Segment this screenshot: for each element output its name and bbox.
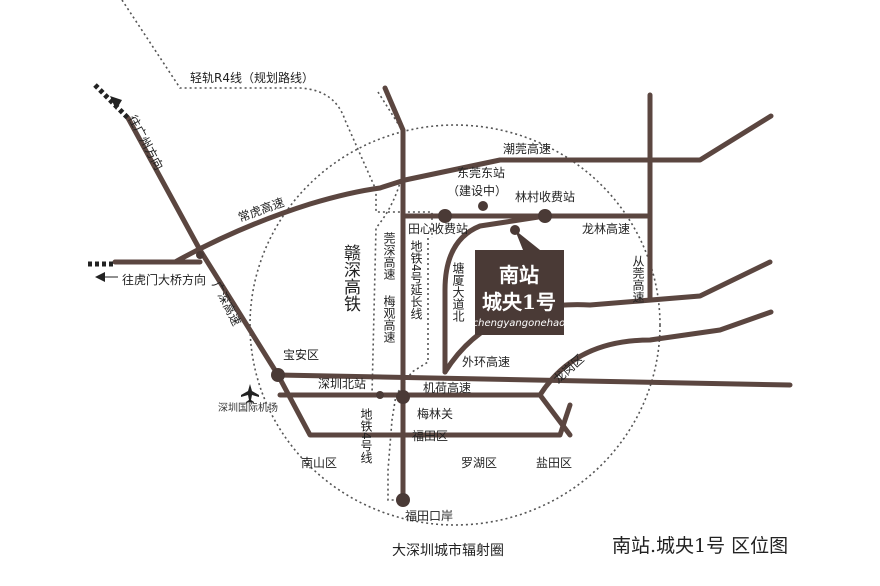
guangzhou-dash (93, 83, 130, 120)
label-outer-ring: 外环高速 (462, 354, 510, 369)
node-baoan (271, 368, 285, 382)
light-rail-r4-line (121, 0, 433, 238)
project-pinyin: chengyangonehao (473, 318, 566, 329)
label-tianxin-toll: 田心收费站 (408, 222, 468, 236)
label-meilin: 梅林关 (417, 406, 453, 421)
labels: 轻轨R4线（规划路线） 往广州方向 往虎门大桥方向 常虎高速 潮莞高速 东莞东站… (122, 70, 645, 559)
label-ganshen: 赣深高铁 (340, 244, 361, 312)
project-brand-box (475, 250, 564, 335)
label-guanshen: 莞深高速 (382, 232, 396, 280)
label-tangxia-north: 塘厦大道北 (451, 261, 465, 323)
label-under-construction: （建设中） (447, 183, 507, 198)
dotted-lines (121, 0, 661, 526)
label-airport: 深圳国际机场 (218, 401, 278, 414)
project-callout: 南站 城央1号 chengyangonehao (473, 230, 566, 335)
label-nanshan: 南山区 (301, 455, 337, 470)
label-chaoguan: 潮莞高速 (503, 141, 551, 156)
road-jihe (275, 372, 793, 388)
radiation-circle (249, 124, 661, 526)
node-futian-port (396, 493, 410, 507)
map-caption: 南站.城央1号 区位图 (612, 535, 788, 557)
label-radius: 大深圳城市辐射圈 (392, 542, 504, 559)
road-longgang (537, 309, 774, 398)
label-baoan: 宝安区 (283, 347, 319, 362)
road-tangxia-north (442, 213, 548, 375)
road-guangshen-south (275, 372, 573, 438)
label-lincun-toll: 林村收费站 (515, 190, 575, 204)
road-changhu (172, 113, 774, 265)
node-shenzhen-north (396, 390, 410, 404)
ganshen-railway (371, 91, 403, 396)
label-longlin: 龙林高速 (582, 221, 630, 236)
direction-markers (88, 83, 130, 282)
label-light-rail: 轻轨R4线（规划路线） (190, 70, 314, 85)
label-luohu: 罗湖区 (461, 455, 497, 470)
project-name-line2: 城央1号 (482, 290, 556, 314)
label-to-humen: 往虎门大桥方向 (122, 272, 206, 287)
road-meilin-branch (537, 392, 573, 438)
node-humen-junction (196, 251, 204, 259)
label-yantian: 盐田区 (536, 456, 572, 470)
label-shenzhen-north: 深圳北站 (318, 377, 366, 391)
nodes (196, 201, 552, 507)
project-name-line1: 南站 (499, 263, 539, 287)
guangzhou-arrow-icon (110, 96, 122, 110)
metro-4-line (387, 238, 429, 501)
node-dongguan-east (478, 201, 488, 211)
label-futian: 福田区 (412, 428, 448, 443)
label-meiguan: 梅观高速 (382, 294, 396, 343)
airplane-icon (241, 384, 259, 403)
roads (112, 85, 793, 503)
label-jihe: 机荷高速 (423, 380, 471, 395)
road-central-vertical (382, 85, 406, 503)
label-guangshen: 广深高速 (209, 279, 244, 329)
label-dongguan-east: 东莞东站 (457, 166, 505, 180)
label-conguan: 从莞高速 (631, 255, 645, 303)
node-tianxin-toll (438, 209, 452, 223)
callout-pointer (515, 230, 540, 250)
label-metro4: 地铁4号线 (359, 408, 373, 464)
label-metro4-ext: 地铁4号延长线 (409, 240, 423, 320)
label-futian-port: 福田口岸 (405, 508, 453, 523)
node-metro-link (376, 391, 384, 399)
node-lincun-toll (538, 209, 552, 223)
label-to-guangzhou: 往广州方向 (125, 112, 166, 172)
